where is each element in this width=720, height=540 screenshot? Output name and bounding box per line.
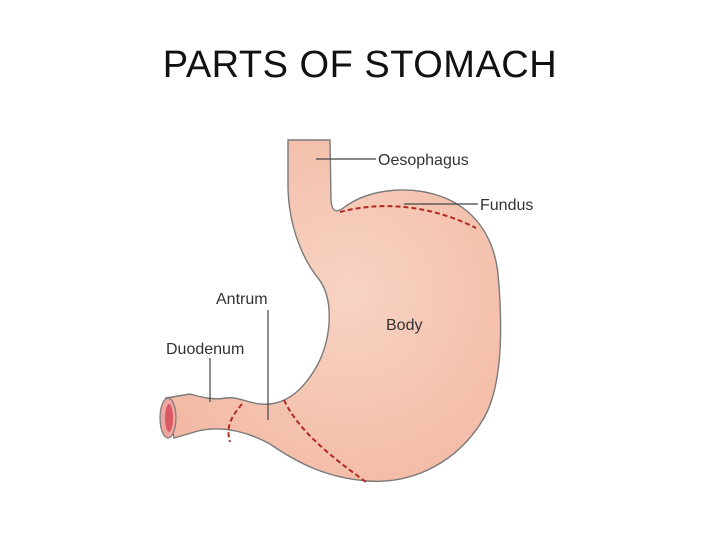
label-antrum: Antrum [216,291,268,308]
duodenum-lumen [165,404,173,432]
label-body: Body [386,317,422,334]
stomach-shape [166,140,501,481]
label-oesophagus: Oesophagus [378,152,469,169]
label-fundus: Fundus [480,197,533,214]
label-duodenum: Duodenum [166,341,244,358]
